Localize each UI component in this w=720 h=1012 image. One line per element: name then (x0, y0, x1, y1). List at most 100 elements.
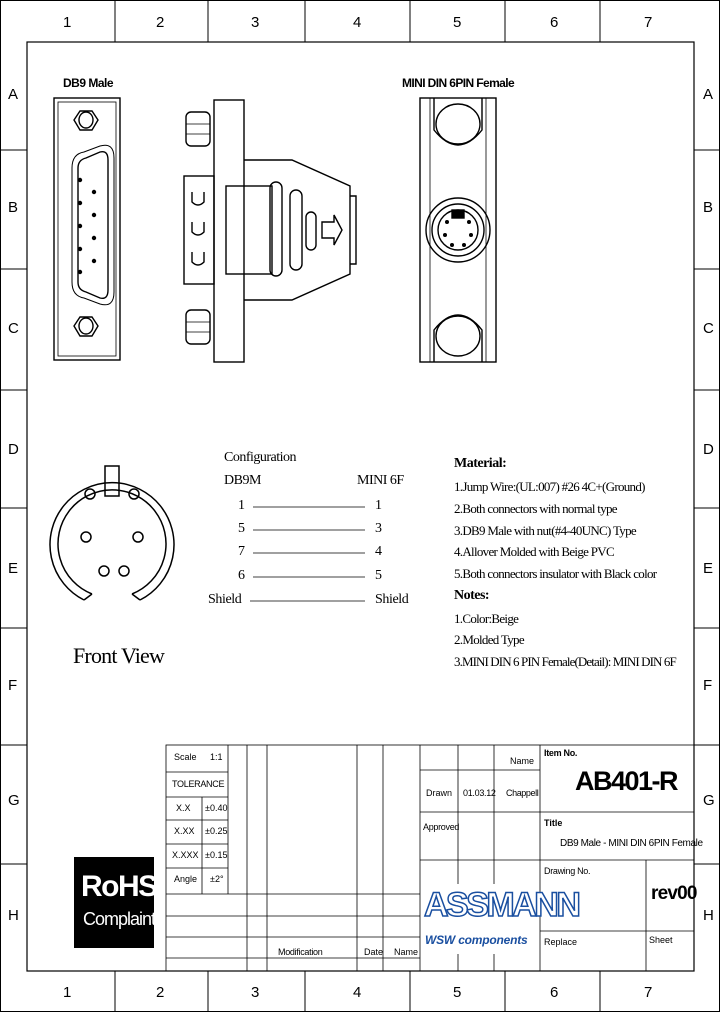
sheet-label: Sheet (649, 935, 673, 945)
mini-din-female-front (419, 97, 497, 363)
rohs-complaint-text: Complaint (83, 909, 156, 929)
col-label: 4 (353, 984, 362, 1001)
db9-male-label: DB9 Male (63, 76, 114, 90)
row-label: B (703, 199, 714, 216)
tolerance-row-value: ±0.40 (205, 803, 228, 813)
material-line: 3.DB9 Male with nut(#4-40UNC) Type (454, 523, 637, 538)
approved-label: Approved (423, 822, 460, 832)
row-label: D (8, 441, 19, 458)
tolerance-row-label: X.XXX (172, 850, 199, 860)
row-label: C (703, 320, 714, 337)
title-block-grid (165, 744, 695, 972)
tolerance-row-label: Angle (174, 874, 198, 884)
material-title: Material: (454, 456, 507, 471)
assmann-logo: ASSMANN WSW components (423, 887, 581, 952)
col-label: 5 (453, 984, 462, 1001)
col-label: 2 (156, 984, 165, 1001)
row-label: C (8, 320, 19, 337)
row-ticks-left (0, 149, 27, 865)
notes-title: Notes: (454, 588, 490, 603)
row-label: E (8, 560, 19, 577)
title-label: Title (544, 818, 563, 828)
row-label: D (703, 441, 714, 458)
adapter-side-view (183, 99, 357, 363)
material-line: 1.Jump Wire:(UL:007) #26 4C+(Ground) (454, 479, 645, 494)
row-label: A (8, 86, 19, 103)
tolerance-row-value: ±2° (210, 874, 224, 884)
configuration-title: Configuration (224, 450, 297, 465)
row-label: H (703, 907, 714, 924)
tolerance-row-value: ±0.15 (205, 850, 228, 860)
row-label: H (8, 907, 19, 924)
rohs-badge (74, 857, 154, 948)
col-label: 2 (156, 14, 165, 31)
tolerance-row-value: ±0.25 (205, 826, 228, 836)
config-left-pin: 5 (238, 521, 245, 536)
name-label: Name (510, 756, 535, 766)
row-label: G (703, 792, 715, 809)
config-left-pin: 1 (238, 498, 245, 513)
column-ticks-top (114, 0, 601, 42)
drawn-date: 01.03.12 (463, 788, 496, 798)
brand-name: ASSMANN (423, 886, 581, 924)
config-right-header: MINI 6F (357, 473, 404, 488)
notes-line: 3.MINI DIN 6 PIN Female(Detail): MINI DI… (454, 654, 677, 669)
config-left-pin: 7 (238, 544, 245, 559)
material-line: 4.Allover Molded with Beige PVC (454, 544, 615, 559)
config-left-pin: 6 (238, 568, 245, 583)
title-value: DB9 Male - MINI DIN 6PIN Female (560, 838, 703, 849)
item-no-value: AB401-R (575, 766, 679, 796)
row-label: A (703, 86, 714, 103)
col-label: 6 (550, 14, 559, 31)
configuration-lines (250, 506, 365, 602)
config-right-pin: 5 (375, 568, 382, 583)
col-label: 5 (453, 14, 462, 31)
tolerance-row-label: X.XX (174, 826, 195, 836)
front-view-label: Front View (73, 643, 165, 668)
mini-din-front-view (49, 465, 175, 601)
drawing-no-label: Drawing No. (544, 866, 591, 876)
col-label: 3 (251, 14, 260, 31)
notes-line: 2.Molded Type (454, 632, 525, 647)
mini-din-label: MINI DIN 6PIN Female (402, 76, 515, 90)
tolerance-label: TOLERANCE (172, 779, 225, 789)
logo-background (421, 884, 539, 954)
col-label: 4 (353, 14, 362, 31)
tolerance-row-label: X.X (176, 803, 191, 813)
date-label: Date (364, 947, 384, 957)
row-ticks-right (694, 149, 720, 865)
col-label: 3 (251, 984, 260, 1001)
config-right-pin: 4 (375, 544, 382, 559)
revision-value: rev00 (651, 883, 697, 904)
brand-subtitle: WSW components (425, 933, 528, 947)
material-line: 2.Both connectors with normal type (454, 501, 618, 516)
config-right-pin: Shield (375, 592, 409, 607)
row-label: G (8, 792, 20, 809)
material-line: 5.Both connectors insulator with Black c… (454, 566, 657, 581)
drawn-label: Drawn (426, 788, 453, 798)
notes-line: 1.Color:Beige (454, 611, 519, 626)
drawn-name: Chappell (506, 788, 539, 798)
scale-value: 1:1 (210, 752, 223, 762)
rohs-text: RoHS (81, 870, 158, 903)
row-label: E (703, 560, 714, 577)
db9-male-front (53, 97, 121, 361)
scale-label: Scale (174, 752, 197, 762)
col-label: 7 (644, 984, 653, 1001)
col-label: 1 (63, 984, 72, 1001)
config-right-pin: 1 (375, 498, 382, 513)
row-label: F (703, 677, 713, 694)
config-left-pin: Shield (208, 592, 242, 607)
modification-label: Modification (278, 947, 323, 957)
row-label: B (8, 199, 19, 216)
config-left-header: DB9M (224, 473, 261, 488)
name-column-label: Name (394, 947, 419, 957)
col-label: 6 (550, 984, 559, 1001)
replace-label: Replace (544, 937, 578, 947)
column-ticks-bottom (114, 971, 601, 1012)
config-right-pin: 3 (375, 521, 382, 536)
row-label: F (8, 677, 18, 694)
col-label: 1 (63, 14, 72, 31)
item-no-label: Item No. (544, 748, 578, 758)
